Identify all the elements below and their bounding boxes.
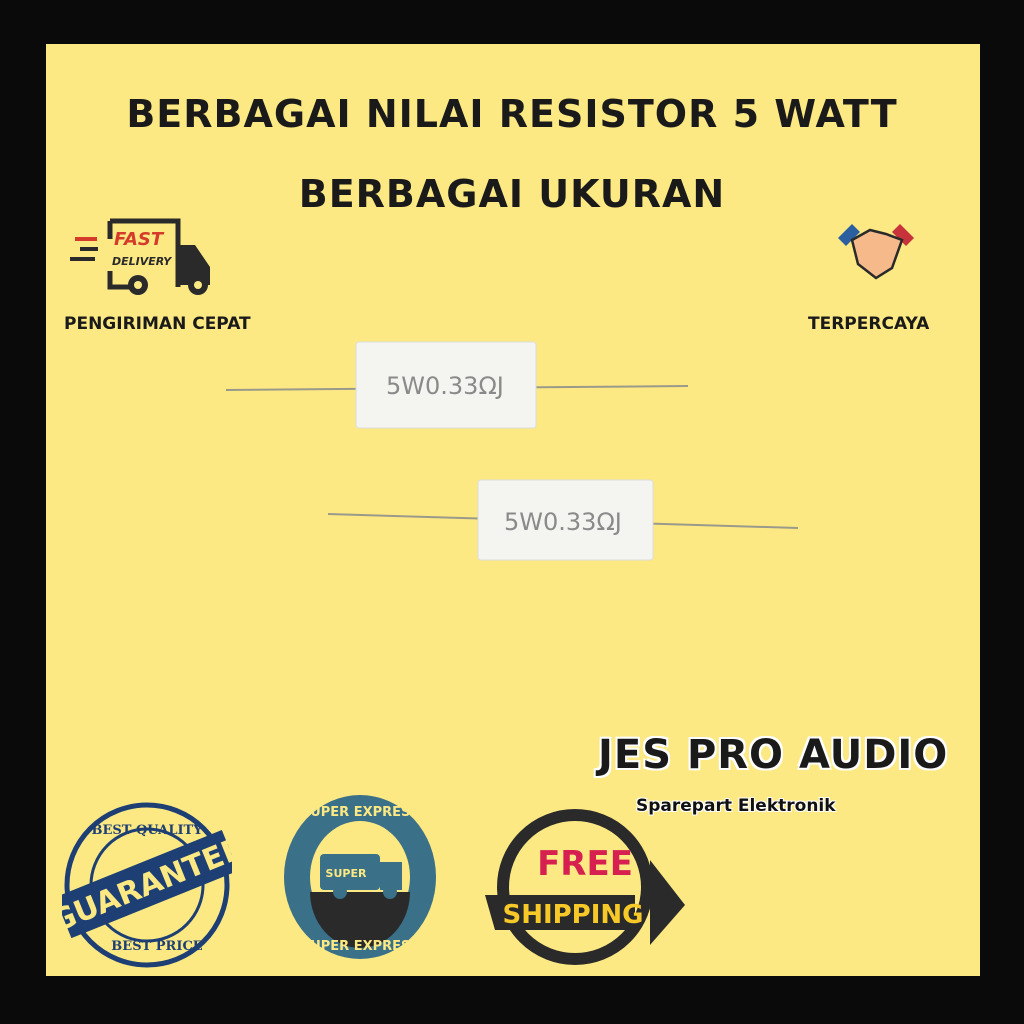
best-price-text: BEST PRICE xyxy=(111,939,202,954)
free-shipping-badge: FREE SHIPPING xyxy=(485,809,685,965)
fast-delivery-label: PENGIRIMAN CEPAT xyxy=(64,314,251,334)
resistor-image-1: 5W0.33ΩJ xyxy=(226,341,688,429)
super-express-badge: SUPER SUPER EXPRESS SUPER EXPRESS xyxy=(284,795,436,959)
super-express-text: SUPER EXPRESS xyxy=(301,805,419,820)
title-line-1: BERBAGAI NILAI RESISTOR 5 WATT xyxy=(126,92,898,136)
best-quality-text: BEST QUALITY xyxy=(91,823,203,838)
brand-tagline: Sparepart Elektronik xyxy=(636,796,836,816)
trusted-label: TERPERCAYA xyxy=(808,314,930,334)
delivery-text: DELIVERY xyxy=(112,255,172,268)
fast-text: FAST xyxy=(114,229,165,250)
resistor-marking-1: 5W0.33ΩJ xyxy=(386,372,504,400)
brand-name: JES PRO AUDIO xyxy=(598,732,949,778)
title-line-2: BERBAGAI UKURAN xyxy=(298,172,726,216)
handshake-icon xyxy=(838,224,914,280)
super-express-text-bottom: SUPER EXPRESS xyxy=(301,939,419,954)
free-text: FREE xyxy=(537,844,633,884)
fast-delivery-truck-icon: FAST DELIVERY xyxy=(70,218,210,295)
guarantee-badge: GUARANTEE BEST QUALITY BEST PRICE xyxy=(62,802,232,968)
resistor-marking-2: 5W0.33ΩJ xyxy=(504,508,622,536)
shipping-text: SHIPPING xyxy=(502,900,643,930)
resistor-image-2: 5W0.33ΩJ xyxy=(328,479,798,561)
super-truck-text: SUPER xyxy=(326,867,367,880)
